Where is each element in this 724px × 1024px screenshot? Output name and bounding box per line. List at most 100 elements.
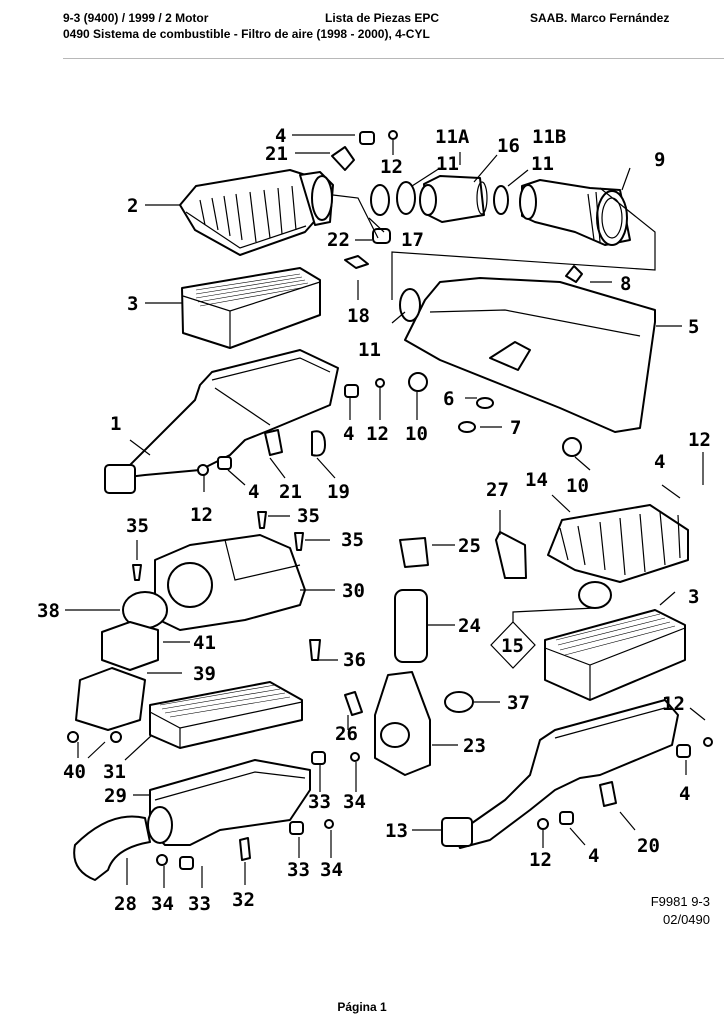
callout-label: 28: [114, 893, 137, 915]
callout-diamond-15: [490, 621, 536, 669]
header-divider: [63, 58, 724, 59]
part-hose-clamp-2[interactable]: [493, 185, 509, 215]
callout-label: 35: [297, 505, 320, 527]
callout-label: 12: [380, 156, 403, 178]
callout-label: 38: [37, 600, 60, 622]
brand-line: SAAB. Marco Fernández: [530, 11, 670, 25]
part-rubber-mount-3[interactable]: [537, 737, 713, 830]
callout-label: 10: [566, 475, 589, 497]
callout-label: 3: [127, 293, 138, 315]
part-bolt-26[interactable]: [344, 691, 363, 716]
part-air-cleaner-housing-3[interactable]: [147, 759, 311, 846]
callout-label: 11A: [435, 126, 470, 148]
callout-label: 22: [327, 229, 350, 251]
callout-label: 20: [637, 835, 660, 857]
callout-label: 4: [679, 783, 690, 805]
callout-label: 7: [510, 417, 521, 439]
part-screws-35[interactable]: [132, 511, 304, 581]
part-intake-pipe[interactable]: [374, 537, 431, 776]
callout-label: 41: [193, 632, 216, 654]
callout-label: 27: [486, 479, 509, 501]
callout-label: 3: [688, 586, 699, 608]
part-o-ring-7[interactable]: [458, 421, 476, 433]
part-bracket-21[interactable]: [264, 429, 283, 456]
part-air-cleaner-lid-2[interactable]: [547, 504, 689, 609]
callout-label: 34: [320, 859, 343, 881]
callout-label: 17: [401, 229, 424, 251]
callout-label: 5: [688, 316, 699, 338]
part-seal-ring[interactable]: [370, 184, 390, 216]
callout-label: 16: [497, 135, 520, 157]
callout-label: 26: [335, 723, 358, 745]
callout-label: 15: [501, 635, 524, 657]
part-clip-19[interactable]: [311, 430, 326, 457]
part-hose-clamp-3[interactable]: [399, 288, 421, 322]
leader-lines: [65, 134, 706, 888]
callout-label: 21: [279, 481, 302, 503]
part-air-cleaner-housing[interactable]: [104, 349, 339, 494]
callout-label: 4: [654, 451, 665, 473]
callout-label: 4: [588, 845, 599, 867]
callout-label: 11: [436, 153, 459, 175]
part-grommet[interactable]: [408, 372, 428, 392]
part-filter-element[interactable]: [181, 267, 321, 349]
callout-label: 19: [327, 481, 350, 503]
document-title: Lista de Piezas EPC: [325, 11, 440, 25]
part-sleeve[interactable]: [372, 228, 391, 244]
callout-label: 4: [248, 481, 259, 503]
callout-label: 1: [110, 413, 121, 435]
part-o-ring-6[interactable]: [476, 397, 494, 409]
part-filter-element-3[interactable]: [149, 681, 303, 749]
part-hose-clamp[interactable]: [396, 181, 416, 215]
callout-label: 33: [287, 859, 310, 881]
callout-label: 32: [232, 889, 255, 911]
part-air-cleaner-lid-3[interactable]: [154, 534, 306, 631]
callout-label: 11: [358, 339, 381, 361]
part-air-cleaner-housing-2[interactable]: [441, 699, 679, 849]
part-cover-27[interactable]: [495, 531, 527, 579]
part-filter-element-2[interactable]: [544, 609, 686, 701]
part-rubber-mount[interactable]: [331, 130, 398, 171]
callout-label: 29: [104, 785, 127, 807]
callout-label: 25: [458, 535, 481, 557]
callout-label: 23: [463, 735, 486, 757]
callout-label: 12: [366, 423, 389, 445]
callout-label: 12: [190, 504, 213, 526]
part-bolt-40a[interactable]: [67, 731, 79, 743]
callout-label: 33: [308, 791, 331, 813]
figure-code: 02/0490: [663, 912, 710, 927]
part-rubber-mount-2[interactable]: [197, 378, 385, 476]
callout-label: 30: [342, 580, 365, 602]
callout-label: 40: [63, 761, 86, 783]
part-clip-8[interactable]: [565, 265, 583, 283]
part-clip-32[interactable]: [239, 837, 251, 861]
callout-label: 35: [341, 529, 364, 551]
callout-label: 4: [275, 125, 286, 147]
model-line: 9-3 (9400) / 1999 / 2 Motor: [63, 11, 209, 25]
part-air-mass-meter[interactable]: [419, 175, 488, 223]
callout-label: 10: [405, 423, 428, 445]
callout-label: 9: [654, 149, 665, 171]
part-adapter-41[interactable]: [101, 621, 159, 671]
callout-label: 34: [343, 791, 366, 813]
part-clip[interactable]: [344, 255, 369, 269]
part-clip-36[interactable]: [309, 639, 321, 661]
callout-label: 13: [385, 820, 408, 842]
callout-label: 12: [662, 693, 685, 715]
part-intake-hose[interactable]: [519, 179, 631, 246]
part-air-duct[interactable]: [404, 277, 656, 433]
part-gasket-39[interactable]: [75, 667, 146, 731]
callout-label: 34: [151, 893, 174, 915]
part-seal-37[interactable]: [444, 691, 474, 713]
page-number: Página 1: [337, 1000, 387, 1014]
part-grommet-2[interactable]: [562, 437, 582, 457]
part-hose-28[interactable]: [73, 815, 151, 881]
callout-label: 11: [531, 153, 554, 175]
part-bolt-40b[interactable]: [110, 731, 122, 743]
part-air-cleaner-lid[interactable]: [179, 169, 334, 256]
callout-label: 37: [507, 692, 530, 714]
part-bracket-20[interactable]: [599, 781, 617, 807]
callout-label: 4: [343, 423, 354, 445]
part-rubber-mounts-33[interactable]: [156, 751, 360, 870]
